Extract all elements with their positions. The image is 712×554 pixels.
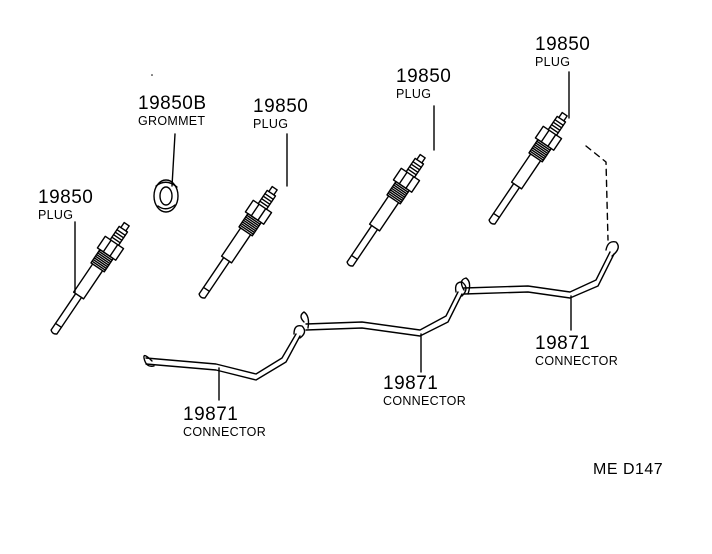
part-name: GROMMET xyxy=(138,114,206,128)
part-name: PLUG xyxy=(396,87,432,101)
dashed-connection-line xyxy=(585,145,609,241)
stray-mark xyxy=(151,74,153,76)
glow-plug-2 xyxy=(191,181,285,305)
part-number: 19850 xyxy=(253,96,309,117)
glow-plug-3 xyxy=(339,149,433,273)
part-name: PLUG xyxy=(253,117,289,131)
label-connector-1: 19871 CONNECTOR xyxy=(183,405,266,439)
label-plug-3: 19850 PLUG xyxy=(396,67,451,101)
part-number: 19871 xyxy=(535,333,591,354)
glow-plug-1 xyxy=(43,217,137,341)
connector-1 xyxy=(143,324,306,381)
part-number: 19850 xyxy=(38,187,94,208)
label-grommet: 19850B GROMMET xyxy=(138,94,207,128)
leader-line-grommet xyxy=(171,133,176,187)
label-plug-1: 19850 PLUG xyxy=(38,188,93,222)
connector-3 xyxy=(460,240,619,299)
figure-code: ME D147 xyxy=(593,461,664,478)
part-number: 19850 xyxy=(396,66,452,87)
label-connector-2: 19871 CONNECTOR xyxy=(383,374,466,408)
grommet xyxy=(153,179,179,213)
connector-2 xyxy=(300,281,467,337)
glow-plug-4 xyxy=(481,107,575,231)
label-connector-3: 19871 CONNECTOR xyxy=(535,334,618,368)
part-name: PLUG xyxy=(535,55,571,69)
part-name: PLUG xyxy=(38,208,74,222)
part-number: 19850B xyxy=(138,93,207,114)
part-name: CONNECTOR xyxy=(535,354,619,368)
label-plug-4: 19850 PLUG xyxy=(535,35,590,69)
part-name: CONNECTOR xyxy=(383,394,467,408)
part-number: 19871 xyxy=(383,373,439,394)
label-plug-2: 19850 PLUG xyxy=(253,97,308,131)
part-name: CONNECTOR xyxy=(183,425,267,439)
part-number: 19871 xyxy=(183,404,239,425)
part-number: 19850 xyxy=(535,34,591,55)
